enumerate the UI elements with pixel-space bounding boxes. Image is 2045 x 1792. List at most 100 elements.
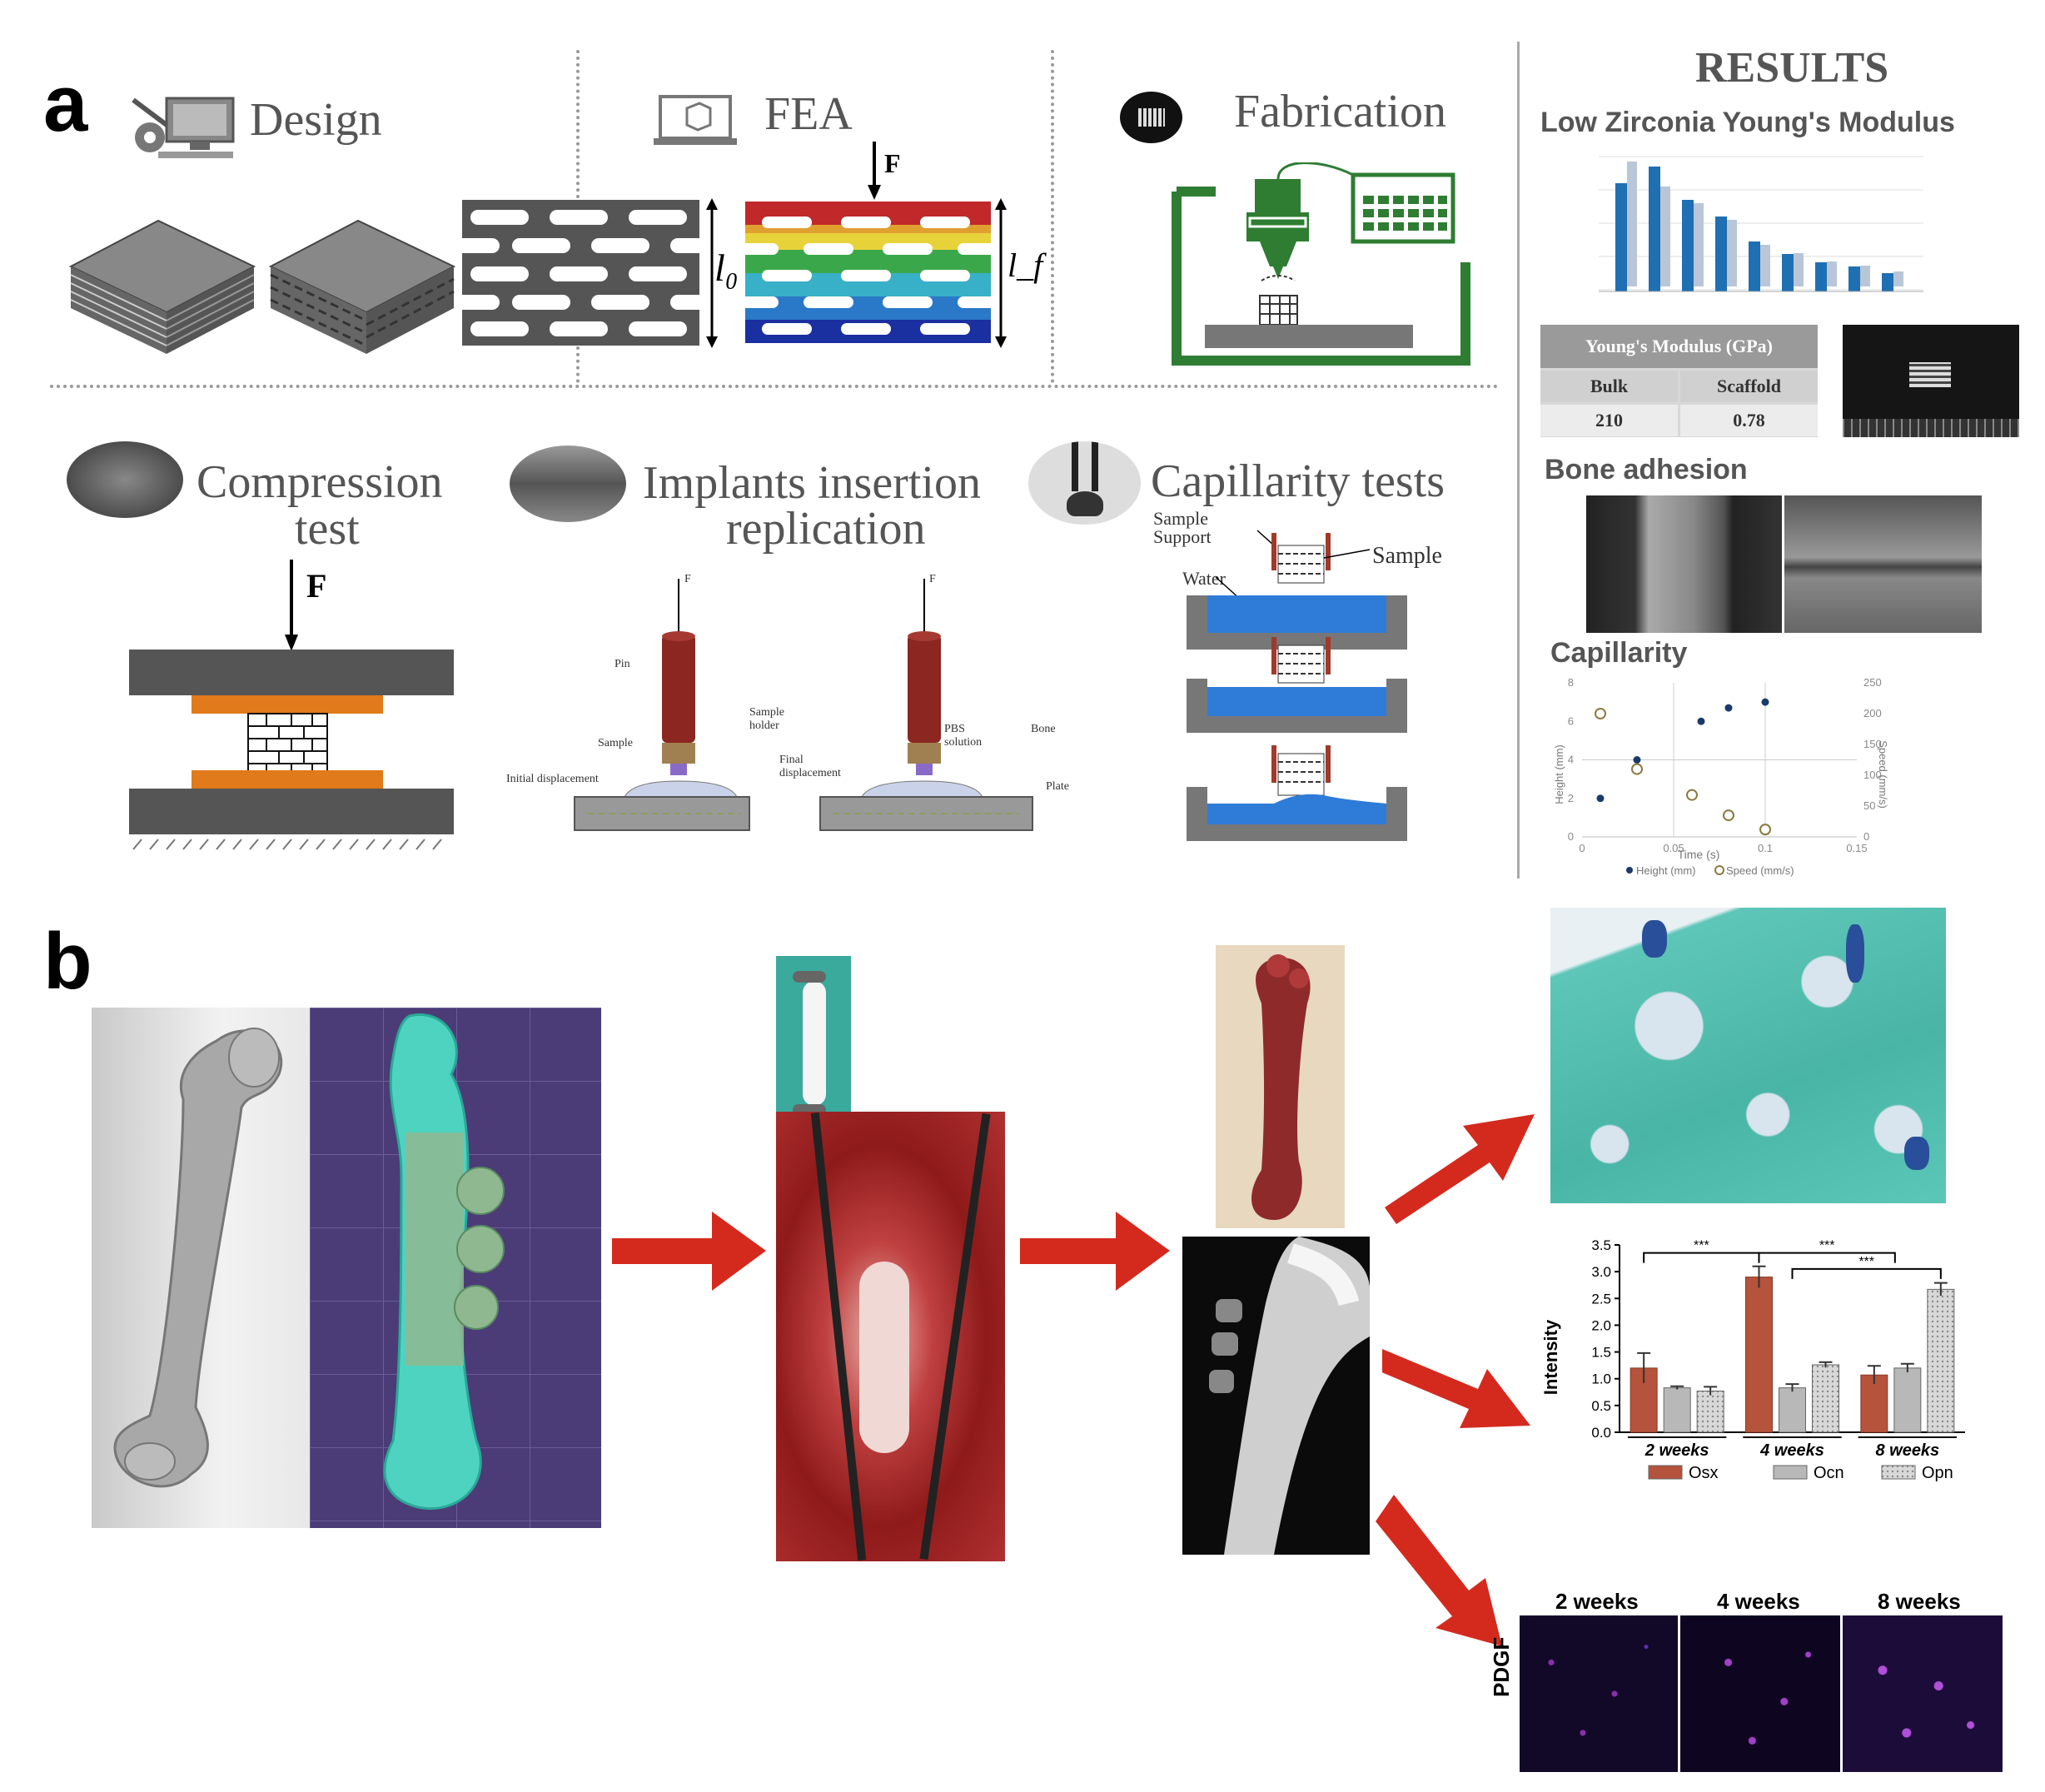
compression-photo-icon	[67, 441, 183, 518]
compression-force-arrow	[285, 560, 298, 651]
bar-ocn	[1779, 1387, 1806, 1433]
bar-y-tick: 3.5	[1591, 1237, 1611, 1253]
xray-photo	[1182, 1237, 1370, 1555]
bar-legend-label: Ocn	[1814, 1464, 1844, 1482]
bar-significance-bracket	[1791, 1267, 1942, 1279]
cap-height-point	[1724, 704, 1733, 712]
cap-y2-tick: 0	[1863, 830, 1869, 843]
cap-y2label: Speed (mm/s)	[1877, 740, 1889, 809]
modulus-thumb-bar	[1694, 203, 1704, 286]
results-title: RESULTS	[1695, 44, 1889, 92]
capillarity-illustration	[1187, 530, 1407, 841]
modulus-thumb-bar	[1627, 162, 1637, 286]
implant-sample-holder-label: Sample holder	[749, 706, 784, 732]
bar-legend-swatch	[1648, 1465, 1683, 1480]
cap-y2-tick: 50	[1863, 799, 1875, 812]
compression-title-line1: Compression	[197, 456, 443, 508]
cap-height-point	[1596, 794, 1605, 803]
pdgf-label: PDGF	[1489, 1636, 1514, 1697]
modulus-table: Young's Modulus (GPa) Bulk Scaffold 210 …	[1540, 325, 1818, 437]
design-stack-illustration	[68, 219, 456, 354]
implant-photo	[776, 956, 851, 1132]
modulus-thumb-bar	[1794, 253, 1804, 286]
youngs-modulus-3d-chart	[1599, 156, 1923, 292]
cap-height-point	[1761, 698, 1769, 706]
compression-title-line2: test	[295, 503, 360, 555]
bar-ocn	[1663, 1387, 1691, 1433]
flow-arrow-1	[612, 1212, 766, 1291]
modulus-thumb-bar	[1860, 266, 1870, 286]
flow-arrow-2	[1020, 1212, 1170, 1291]
capillarity-results-title: Capillarity	[1550, 637, 1688, 669]
implants-photo-icon	[510, 446, 626, 522]
cap-legend-speed: Speed (mm/s)	[1726, 864, 1794, 877]
explant-photo	[1216, 945, 1345, 1228]
printer-illustration	[1172, 162, 1470, 366]
bar-significance-bracket	[1758, 1252, 1896, 1263]
design-icon	[132, 97, 235, 158]
cap-speed-point	[1759, 824, 1771, 836]
fea-force-label: F	[884, 148, 901, 178]
bar-significance-label: ***	[1819, 1239, 1835, 1253]
bar-legend-swatch	[1773, 1465, 1808, 1480]
bone-adhesion-sem-1	[1586, 495, 1782, 633]
bone-adhesion-sem-2	[1784, 495, 1982, 633]
bone-adhesion-title: Bone adhesion	[1545, 454, 1748, 485]
lattice-section	[462, 200, 699, 346]
modulus-thumb-bar	[1682, 200, 1694, 291]
bar-ylabel: Intensity	[1540, 1319, 1561, 1395]
bar-y-tick: 1.5	[1591, 1345, 1611, 1361]
cap-xlabel: Time (s)	[1678, 848, 1720, 861]
implant-plate-label: Plate	[1046, 780, 1069, 793]
flow-arrow-up	[1385, 1114, 1535, 1224]
separator-horizontal	[50, 385, 1499, 388]
cap-y-tick: 2	[1568, 792, 1574, 804]
implants-title-line1: Implants insertion	[643, 457, 981, 509]
modulus-thumb-bar	[1727, 220, 1737, 286]
modulus-thumb-bar	[1882, 273, 1893, 291]
implant-f-label-1: F	[684, 573, 691, 585]
bar-legend-label: Osx	[1689, 1464, 1719, 1482]
bar-category-label: 8 weeks	[1875, 1441, 1939, 1460]
implants-title-line2: replication	[726, 503, 926, 555]
if-week-label-3: 8 weeks	[1878, 1589, 1961, 1614]
design-title: Design	[250, 94, 382, 146]
implant-initial-displacement-label: Initial displacement	[506, 773, 599, 785]
surgery-photo	[776, 1112, 1005, 1561]
bar-legend-swatch	[1881, 1465, 1916, 1480]
implant-sample-label: Sample	[598, 737, 633, 749]
scaffold-photo	[1843, 325, 2019, 437]
cap-legend-height: Height (mm)	[1636, 864, 1696, 877]
capillarity-photo-icon	[1028, 441, 1141, 525]
fea-force-arrow	[868, 142, 881, 200]
implant-pin-label: Pin	[614, 658, 630, 670]
bar-legend-label: Opn	[1922, 1464, 1953, 1482]
bar-y-tick: 3.0	[1591, 1264, 1611, 1280]
implant-f-label-2: F	[929, 573, 936, 585]
cap-x-tick: 0.05	[1663, 842, 1684, 854]
cap-x-tick: 0	[1579, 842, 1585, 854]
modulus-thumb-bar	[1848, 266, 1860, 291]
compression-force-label: F	[306, 567, 327, 605]
modulus-thumb-bar	[1782, 254, 1794, 291]
modulus-thumb-bar	[1760, 245, 1770, 286]
bar-y-tick: 0.5	[1591, 1398, 1611, 1414]
cap-y-tick: 6	[1568, 714, 1574, 727]
panel-b-letter: b	[43, 917, 92, 1006]
bar-significance-label: ***	[1694, 1239, 1709, 1253]
bar-category-label: 4 weeks	[1759, 1441, 1824, 1460]
implant-bone-label: Bone	[1031, 723, 1056, 735]
if-week-label-1: 2 weeks	[1555, 1589, 1639, 1614]
if-image-2-weeks	[1520, 1615, 1678, 1772]
cap-speed-point	[1595, 708, 1606, 719]
if-image-4-weeks	[1680, 1615, 1840, 1772]
cap-speed-point	[1723, 809, 1734, 822]
fea-title: FEA	[764, 88, 853, 140]
cap-speed-point	[1686, 789, 1698, 801]
modulus-thumb-bar	[1893, 271, 1903, 286]
compression-illustration	[129, 650, 454, 850]
modulus-thumb-bar	[1660, 187, 1670, 286]
femur-3d-render	[92, 1008, 310, 1528]
bar-category-label: 2 weeks	[1644, 1441, 1709, 1460]
